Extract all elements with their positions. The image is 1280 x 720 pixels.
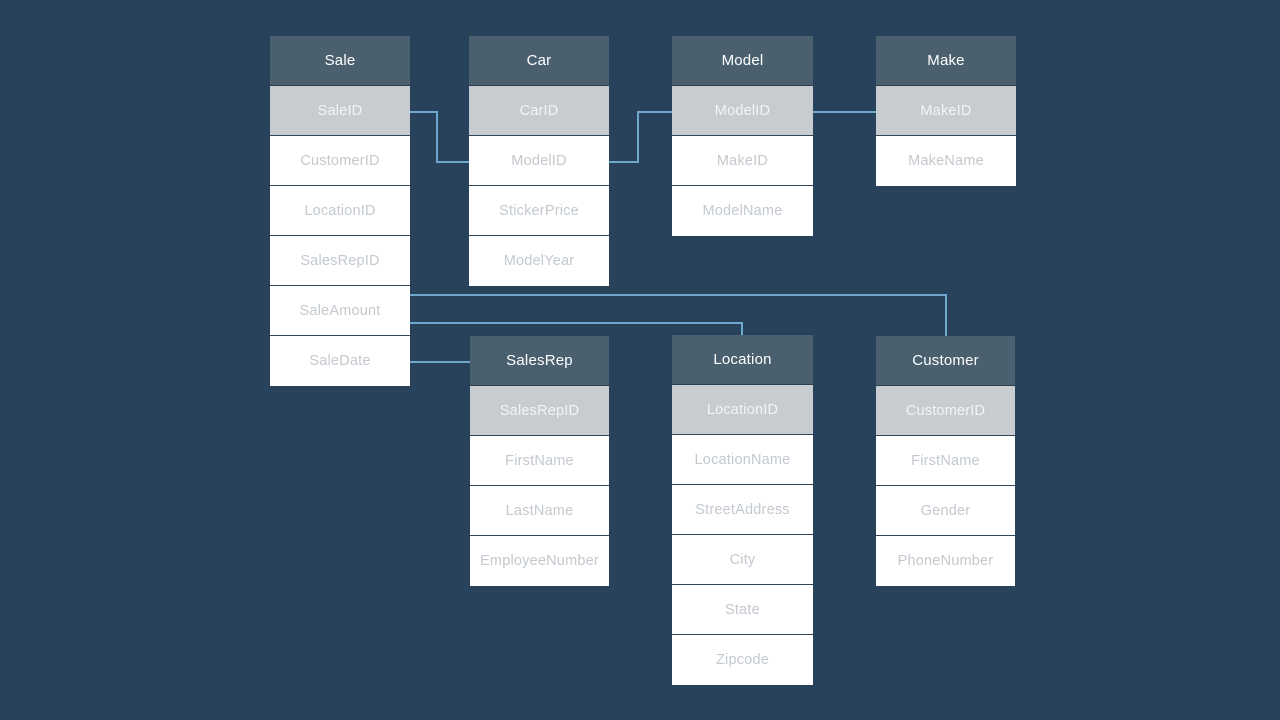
attribute-row-sale-1[interactable]: CustomerID bbox=[270, 136, 410, 186]
primary-key-row-salesrep-0[interactable]: SalesRepID bbox=[470, 386, 609, 436]
attribute-row-make-1[interactable]: MakeName bbox=[876, 136, 1016, 186]
primary-key-row-make-0[interactable]: MakeID bbox=[876, 86, 1016, 136]
connector-car-model bbox=[609, 111, 672, 163]
attribute-row-sale-4[interactable]: SaleAmount bbox=[270, 286, 410, 336]
attribute-row-car-1[interactable]: ModelID bbox=[469, 136, 609, 186]
entity-title-car: Car bbox=[469, 36, 609, 86]
primary-key-row-location-0[interactable]: LocationID bbox=[672, 385, 813, 435]
attribute-row-car-2[interactable]: StickerPrice bbox=[469, 186, 609, 236]
entity-title-sale: Sale bbox=[270, 36, 410, 86]
attribute-row-model-1[interactable]: MakeID bbox=[672, 136, 813, 186]
primary-key-row-car-0[interactable]: CarID bbox=[469, 86, 609, 136]
connector-sale-car bbox=[410, 111, 469, 163]
connector-sale-customer bbox=[410, 294, 947, 336]
attribute-row-car-3[interactable]: ModelYear bbox=[469, 236, 609, 286]
attribute-row-sale-2[interactable]: LocationID bbox=[270, 186, 410, 236]
attribute-row-salesrep-2[interactable]: LastName bbox=[470, 486, 609, 536]
entity-title-salesrep: SalesRep bbox=[470, 336, 609, 386]
attribute-row-customer-2[interactable]: Gender bbox=[876, 486, 1015, 536]
primary-key-row-customer-0[interactable]: CustomerID bbox=[876, 386, 1015, 436]
attribute-row-salesrep-1[interactable]: FirstName bbox=[470, 436, 609, 486]
attribute-row-location-1[interactable]: LocationName bbox=[672, 435, 813, 485]
primary-key-row-sale-0[interactable]: SaleID bbox=[270, 86, 410, 136]
attribute-row-location-4[interactable]: State bbox=[672, 585, 813, 635]
primary-key-row-model-0[interactable]: ModelID bbox=[672, 86, 813, 136]
entity-title-make: Make bbox=[876, 36, 1016, 86]
entity-title-location: Location bbox=[672, 335, 813, 385]
attribute-row-location-3[interactable]: City bbox=[672, 535, 813, 585]
attribute-row-customer-3[interactable]: PhoneNumber bbox=[876, 536, 1015, 586]
attribute-row-salesrep-3[interactable]: EmployeeNumber bbox=[470, 536, 609, 586]
attribute-row-model-2[interactable]: ModelName bbox=[672, 186, 813, 236]
attribute-row-sale-3[interactable]: SalesRepID bbox=[270, 236, 410, 286]
attribute-row-location-5[interactable]: Zipcode bbox=[672, 635, 813, 685]
attribute-row-sale-5[interactable]: SaleDate bbox=[270, 336, 410, 386]
attribute-row-location-2[interactable]: StreetAddress bbox=[672, 485, 813, 535]
connector-sale-location bbox=[410, 322, 743, 335]
attribute-row-customer-1[interactable]: FirstName bbox=[876, 436, 1015, 486]
entity-title-customer: Customer bbox=[876, 336, 1015, 386]
entity-title-model: Model bbox=[672, 36, 813, 86]
